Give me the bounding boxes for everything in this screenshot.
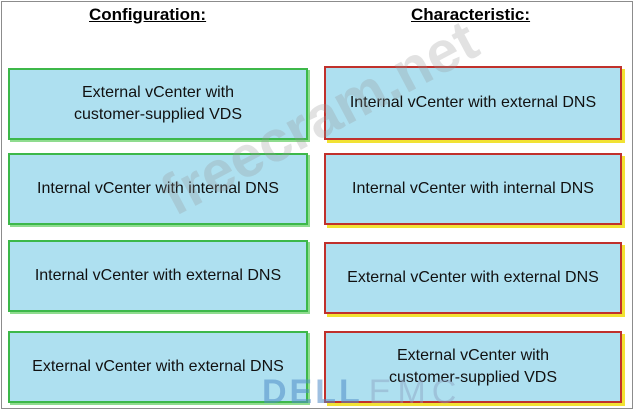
config-box-3-line1: Internal vCenter with external DNS	[34, 267, 282, 284]
config-box-1-line2: customer-supplied VDS	[73, 106, 243, 123]
config-box-4[interactable]: External vCenter with external DNS	[8, 331, 308, 403]
characteristic-box-2-line1: Internal vCenter with internal DNS	[352, 180, 594, 197]
characteristic-box-4-line1: External vCenter with	[396, 347, 550, 364]
characteristic-box-3[interactable]: External vCenter with external DNS	[324, 242, 622, 314]
config-box-2[interactable]: Internal vCenter with internal DNS	[8, 153, 308, 225]
characteristic-box-4-line2: customer-supplied VDS	[388, 369, 558, 386]
characteristic-box-3-line1: External vCenter with external DNS	[347, 269, 599, 286]
configuration-heading: Configuration:	[89, 5, 207, 24]
characteristic-box-1[interactable]: Internal vCenter with external DNS	[324, 66, 622, 140]
characteristic-box-4[interactable]: External vCenter with customer-supplied …	[324, 331, 622, 403]
config-box-4-line1: External vCenter with external DNS	[32, 358, 284, 375]
config-box-1[interactable]: External vCenter with customer-supplied …	[8, 68, 308, 140]
config-box-3[interactable]: Internal vCenter with external DNS	[8, 240, 308, 312]
characteristic-heading: Characteristic:	[411, 5, 531, 24]
characteristic-box-1-line1: Internal vCenter with external DNS	[349, 94, 597, 111]
config-box-2-line1: Internal vCenter with internal DNS	[37, 180, 279, 197]
config-box-1-line1: External vCenter with	[81, 84, 235, 101]
characteristic-box-2[interactable]: Internal vCenter with internal DNS	[324, 153, 622, 225]
